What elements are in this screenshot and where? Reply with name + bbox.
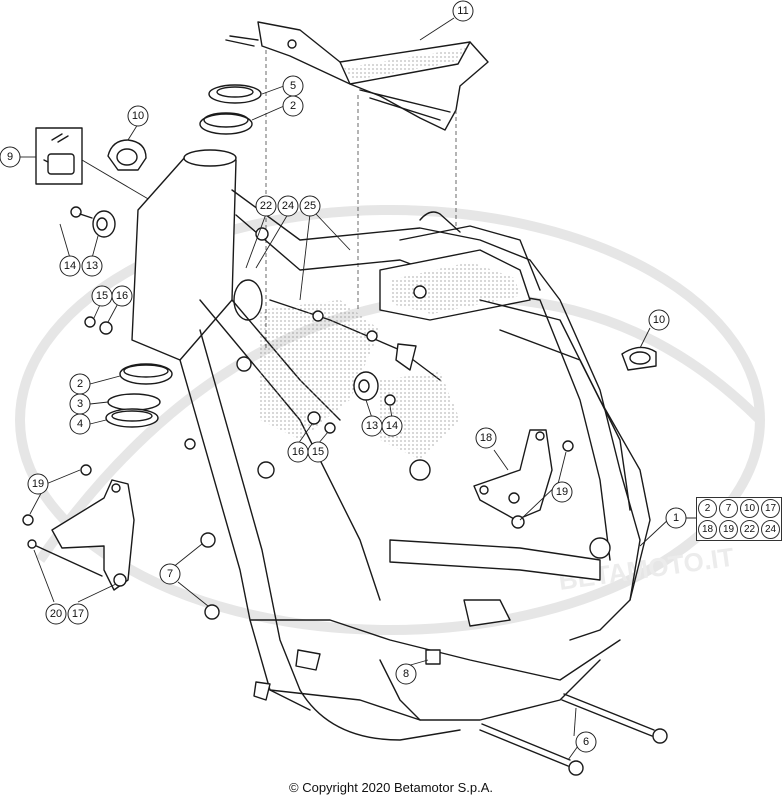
svg-text:13: 13 [366, 420, 378, 432]
svg-text:18: 18 [480, 432, 492, 444]
bearing-part-5[interactable] [208, 84, 262, 104]
callout-11: 11 [452, 0, 474, 22]
svg-text:3: 3 [77, 398, 83, 410]
kit-number: 22 [740, 520, 759, 539]
svg-text:17: 17 [72, 608, 84, 620]
cable-clamp-part-10[interactable] [107, 139, 147, 171]
bolt-part-14[interactable] [70, 206, 93, 219]
svg-text:13: 13 [86, 260, 98, 272]
svg-text:19: 19 [556, 486, 568, 498]
callout-15: 15 [91, 285, 113, 307]
nut-part-15-center[interactable] [324, 422, 336, 434]
callout-6: 6 [575, 731, 597, 753]
nut-part-16-center[interactable] [307, 411, 321, 425]
svg-text:16: 16 [116, 290, 128, 302]
callout-16-center: 16 [287, 441, 309, 463]
svg-text:2: 2 [77, 378, 83, 390]
callout-9: 9 [0, 146, 21, 168]
callout-16: 16 [111, 285, 133, 307]
svg-text:9: 9 [7, 151, 13, 163]
callout-14-center: 14 [381, 415, 403, 437]
long-bolt-part-20[interactable] [27, 539, 103, 577]
steering-lock-part-9[interactable] [35, 127, 83, 185]
callout-3: 3 [69, 393, 91, 415]
svg-text:14: 14 [64, 260, 76, 272]
svg-text:4: 4 [77, 418, 83, 430]
callout-8: 8 [395, 663, 417, 685]
callout-24: 24 [277, 195, 299, 217]
callout-4: 4 [69, 413, 91, 435]
callout-13-center: 13 [361, 415, 383, 437]
callout-7: 7 [159, 563, 181, 585]
seal-part-3[interactable] [107, 393, 161, 411]
svg-text:7: 7 [167, 568, 173, 580]
bearing-race-part-4[interactable] [105, 408, 159, 428]
svg-text:8: 8 [403, 668, 409, 680]
callout-17: 17 [67, 603, 89, 625]
kit-number: 18 [698, 520, 717, 539]
svg-text:15: 15 [96, 290, 108, 302]
cable-clamp-part-10-right[interactable] [621, 346, 657, 371]
kit-number: 17 [761, 499, 780, 518]
svg-text:20: 20 [50, 608, 62, 620]
bolt-part-19-left[interactable] [22, 464, 92, 526]
nut-part-16-left[interactable] [99, 321, 113, 335]
callout-19-left: 19 [27, 473, 49, 495]
kit-number: 24 [761, 520, 780, 539]
kit-number: 2 [698, 499, 717, 518]
long-bolt-part-6[interactable] [479, 693, 668, 776]
copyright-notice: © Copyright 2020 Betamotor S.p.A. [289, 780, 493, 795]
svg-text:1: 1 [673, 512, 679, 524]
kit-number: 19 [719, 520, 738, 539]
engine-bracket-part-18[interactable] [473, 429, 553, 521]
svg-text:24: 24 [282, 200, 294, 212]
callout-1: 1 [665, 507, 687, 529]
spacer-part-13-center[interactable] [353, 371, 379, 401]
svg-text:15: 15 [312, 446, 324, 458]
svg-text:2: 2 [290, 100, 296, 112]
svg-text:14: 14 [386, 420, 398, 432]
main-frame-part-1[interactable] [131, 149, 651, 741]
nut-part-7[interactable] [200, 532, 220, 620]
svg-text:11: 11 [457, 5, 468, 17]
svg-text:22: 22 [260, 200, 272, 212]
callout-13: 13 [81, 255, 103, 277]
callout-10: 10 [127, 105, 149, 127]
callout-2-lower: 2 [69, 373, 91, 395]
svg-text:5: 5 [290, 80, 296, 92]
svg-text:6: 6 [583, 736, 589, 748]
callout-18: 18 [475, 427, 497, 449]
svg-text:16: 16 [292, 446, 304, 458]
bearing-part-2-lower[interactable] [119, 363, 173, 385]
skid-plate-part-11[interactable] [225, 21, 489, 131]
callout-25: 25 [299, 195, 321, 217]
svg-text:10: 10 [132, 110, 144, 122]
spacer-part-13[interactable] [92, 210, 116, 238]
kit-number: 10 [740, 499, 759, 518]
bearing-part-2-top[interactable] [199, 112, 253, 135]
callout-5: 5 [282, 75, 304, 97]
callout-15-center: 15 [307, 441, 329, 463]
callout-2: 2 [282, 95, 304, 117]
bolt-part-14-center[interactable] [384, 394, 396, 406]
svg-text:25: 25 [304, 200, 316, 212]
svg-text:10: 10 [653, 314, 665, 326]
kit-number: 7 [719, 499, 738, 518]
callout-10-right: 10 [648, 309, 670, 331]
svg-text:19: 19 [32, 478, 44, 490]
callout-22: 22 [255, 195, 277, 217]
included-parts-box: 2 7 10 17 18 19 22 24 [696, 497, 782, 541]
engine-bracket-part-17[interactable] [51, 479, 135, 591]
callout-20: 20 [45, 603, 67, 625]
nut-part-15-left[interactable] [84, 316, 96, 328]
callout-19-right: 19 [551, 481, 573, 503]
callout-14: 14 [59, 255, 81, 277]
